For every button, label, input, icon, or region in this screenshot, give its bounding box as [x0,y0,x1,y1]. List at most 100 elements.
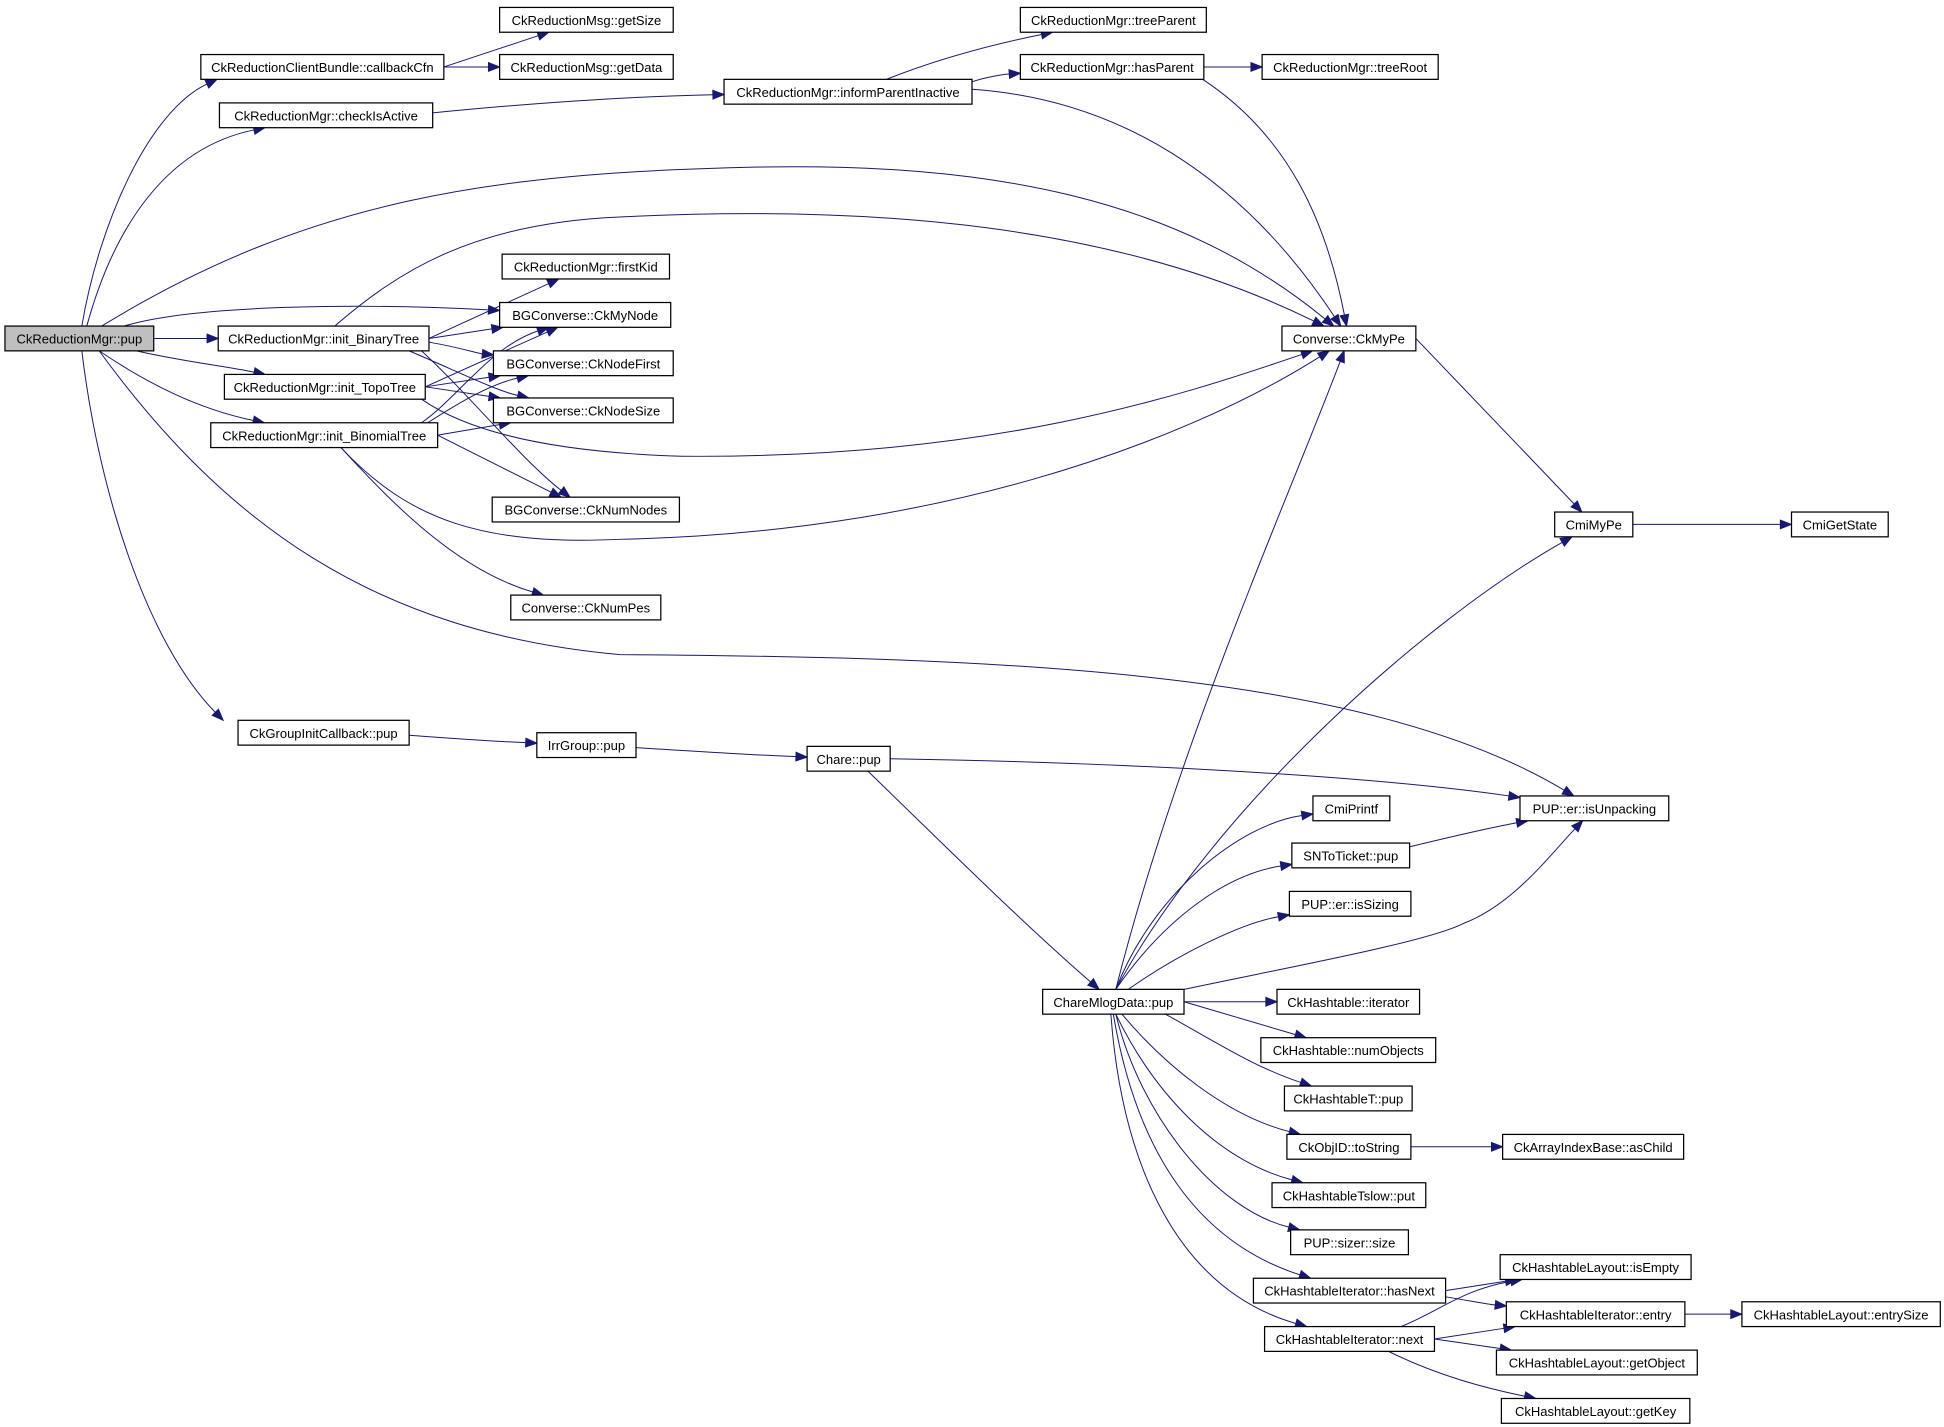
node-ckhashtable-iterator[interactable]: CkHashtable::iterator [1276,988,1421,1015]
node-label: CkHashtableIterator::next [1276,1332,1424,1347]
node-box [1281,325,1417,352]
arrowhead-icon [795,751,809,762]
edge-ckreductionclientbundle-callbackcfn-to-ckreductionmsg-getdata [443,61,502,73]
node-ckhashtablet-pup[interactable]: CkHashtableT::pup [1283,1085,1413,1112]
node-ckreductionmgr-firstkid[interactable]: CkReductionMgr::firstKid [501,253,671,280]
node-ckarrayindexbase-aschild[interactable]: CkArrayIndexBase::asChild [1502,1133,1685,1160]
node-box [723,78,973,105]
node-label: SNToTicket::pup [1303,849,1398,864]
edge-ckreductionmgr-init-binarytree-to-bgconverse-ckmynode [428,324,505,339]
node-irrgroup-pup[interactable]: IrrGroup::pup [536,732,637,759]
arrowhead-icon [211,708,225,722]
edge-line [635,747,796,758]
node-box [1019,53,1205,80]
node-pup-sizer-size[interactable]: PUP::sizer::size [1290,1229,1410,1256]
node-converse-cknumpes[interactable]: Converse::CkNumPes [510,594,662,621]
node-label: PUP::sizer::size [1304,1235,1396,1250]
node-box [499,53,674,80]
edge-ckreductionmgr-pup-to-ckreductionclientbundle-callbackcfn [81,78,219,327]
node-sntoticket-pup[interactable]: SNToTicket::pup [1291,842,1411,869]
node-ckhashtablelayout-getkey[interactable]: CkHashtableLayout::getKey [1500,1397,1691,1424]
edge-line [428,328,493,339]
edge-ckhashtableiterator-next-to-ckhashtableiterator-entry [1434,1323,1517,1340]
node-box [492,350,674,377]
node-label: ChareMlogData::pup [1053,995,1173,1010]
arrowhead-icon [1507,790,1522,801]
node-ckhashtableiterator-hasnext[interactable]: CkHashtableIterator::hasNext [1252,1277,1447,1304]
node-ckhashtable-numobjects[interactable]: CkHashtable::numObjects [1260,1037,1437,1064]
arrowhead-icon [481,348,495,359]
edge-line [1409,822,1517,848]
node-bgconverse-ckmynode[interactable]: BGConverse::CkMyNode [499,301,672,328]
edge-line [890,758,1510,797]
node-converse-ckmype[interactable]: Converse::CkMyPe [1281,325,1417,352]
node-label: CkReductionMgr::checkIsActive [234,108,418,123]
arrowhead-icon [1570,500,1583,514]
node-ckhashtableiterator-next[interactable]: CkHashtableIterator::next [1263,1325,1436,1352]
node-bgconverse-cknodefirst[interactable]: BGConverse::CkNodeFirst [492,350,674,377]
edge-line [432,94,713,114]
node-ckhashtablelayout-isempty[interactable]: CkHashtableLayout::isEmpty [1499,1254,1692,1281]
node-label: CkGroupInitCallback::pup [250,726,398,741]
node-label: CkObjID::toString [1298,1140,1399,1155]
nodes-layer: CkReductionMgr::pup CkReductionClientBund… [4,6,1941,1424]
node-ckhashtablelayout-entrysize[interactable]: CkHashtableLayout::entrySize [1741,1301,1941,1328]
node-cmigetstate[interactable]: CmiGetState [1790,511,1889,538]
node-box [491,496,681,523]
edge-chare-pup-to-charemlogdata-pup [867,770,1101,991]
node-label: Converse::CkMyPe [1293,332,1405,347]
node-ckreductionmgr-treeparent[interactable]: CkReductionMgr::treeParent [1019,6,1207,33]
edge-charemlogdata-pup-to-ckobjid-tostring [1121,1013,1302,1137]
node-ckreductionmgr-checkisactive[interactable]: CkReductionMgr::checkIsActive [218,102,434,129]
edge-line [1110,1014,1296,1324]
node-ckreductionclientbundle-callbackcfn[interactable]: CkReductionClientBundle::callbackCfn [200,53,445,80]
edge-line [1165,1013,1301,1083]
node-pup-er-isunpacking[interactable]: PUP::er::isUnpacking [1519,795,1670,822]
node-label: Chare::pup [816,752,880,767]
arrowhead-icon [1299,349,1314,360]
root-node-ckreductionmgr-pup[interactable]: CkReductionMgr::pup [4,325,155,352]
node-bgconverse-cknumnodes[interactable]: BGConverse::CkNumNodes [491,496,681,523]
edge-line [1388,1350,1525,1397]
node-label: CkHashtable::iterator [1287,995,1410,1010]
node-box [1263,1325,1436,1352]
node-ckhashtableiterator-entry[interactable]: CkHashtableIterator::entry [1505,1301,1686,1328]
arrowhead-icon [1494,1299,1508,1310]
node-ckreductionmgr-init-binomialtree[interactable]: CkReductionMgr::init_BinomialTree [210,422,439,449]
node-box [1312,795,1391,822]
node-label: CkReductionMgr::treeRoot [1273,60,1427,75]
edge-line [427,377,518,424]
edge-line [437,434,552,493]
node-cmimype[interactable]: CmiMyPe [1554,511,1634,538]
edge-line [421,330,539,424]
node-ckhashtablelayout-getobject[interactable]: CkHashtableLayout::getObject [1495,1349,1698,1376]
node-ckreductionmgr-hasparent[interactable]: CkReductionMgr::hasParent [1019,53,1205,80]
node-ckhashtabletslow-put[interactable]: CkHashtableTslow::put [1271,1182,1427,1209]
node-charemlogdata-pup[interactable]: ChareMlogData::pup [1042,988,1185,1015]
edge-ckreductionmgr-hasparent-to-converse-ckmype [1202,78,1350,328]
edge-line [1112,1014,1301,1276]
edges-layer [81,29,1793,1402]
node-ckreductionmsg-getdata[interactable]: CkReductionMsg::getData [499,53,674,80]
edge-ckreductionmgr-pup-to-ckreductionmgr-init-binarytree [153,333,220,344]
node-ckreductionmgr-init-binarytree[interactable]: CkReductionMgr::init_BinaryTree [217,325,430,352]
edge-sntoticket-pup-to-pup-er-isunpacking [1409,817,1530,848]
edge-line [421,353,1303,457]
arrowhead-icon [712,89,726,100]
node-ckreductionmsg-getsize[interactable]: CkReductionMsg::getSize [499,6,674,33]
node-chare-pup[interactable]: Chare::pup [806,745,891,772]
arrowhead-icon [1490,1141,1505,1152]
node-ckreductionmgr-init-topotree[interactable]: CkReductionMgr::init_TopoTree [223,373,426,400]
edge-line [425,331,548,388]
node-ckreductionmgr-treeroot[interactable]: CkReductionMgr::treeRoot [1261,53,1439,80]
node-ckobjid-tostring[interactable]: CkObjID::toString [1286,1133,1412,1160]
edge-line [86,129,255,327]
node-pup-er-issizing[interactable]: PUP::er::isSizing [1288,890,1412,917]
edge-ckreductionmgr-checkisactive-to-ckreductionmgr-informparentinactive [432,89,726,114]
node-cmiprintf[interactable]: CmiPrintf [1312,795,1391,822]
edge-ckreductionmgr-pup-to-ckreductionmgr-checkisactive [86,125,267,327]
node-bgconverse-cknodesize[interactable]: BGConverse::CkNodeSize [492,397,674,424]
node-label: CkReductionMgr::treeParent [1031,13,1196,28]
node-ckreductionmgr-informparentinactive[interactable]: CkReductionMgr::informParentInactive [723,78,973,105]
node-ckgroupinitcallback-pup[interactable]: CkGroupInitCallback::pup [237,719,410,746]
